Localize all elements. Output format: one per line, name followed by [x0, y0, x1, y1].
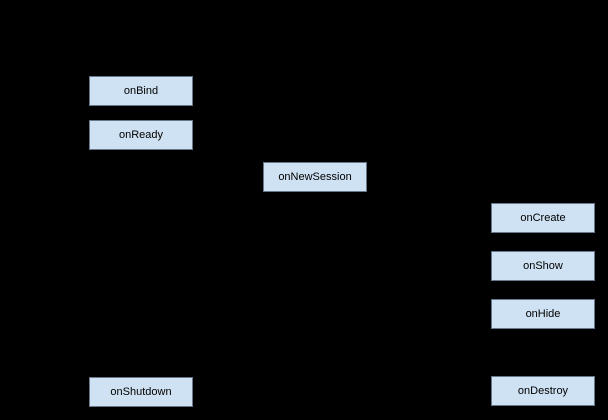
node-onready: onReady: [89, 120, 193, 150]
node-oncreate: onCreate: [491, 203, 595, 233]
node-onshutdown: onShutdown: [89, 377, 193, 407]
node-onshow: onShow: [491, 251, 595, 281]
node-onnewsession: onNewSession: [263, 162, 367, 192]
node-onbind: onBind: [89, 76, 193, 106]
node-onhide: onHide: [491, 299, 595, 329]
node-ondestroy: onDestroy: [491, 376, 595, 406]
